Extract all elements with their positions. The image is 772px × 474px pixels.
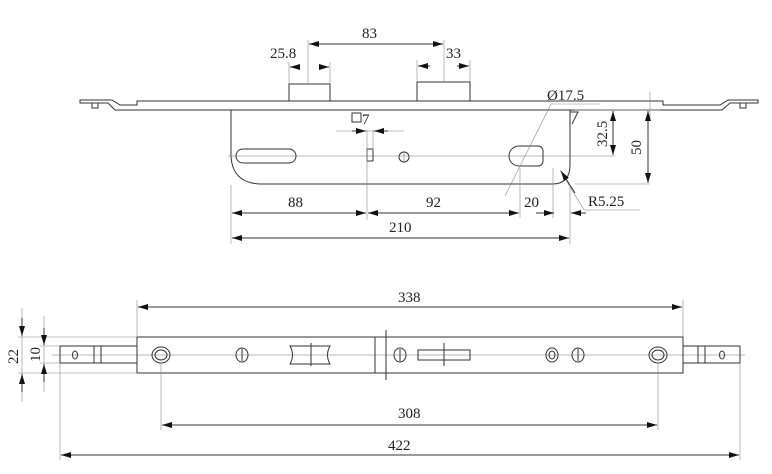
screw-hole xyxy=(571,347,585,363)
dim-faceplate-width: 22 xyxy=(6,349,22,364)
rod-left xyxy=(59,345,138,364)
top-view-lock-case: 7 Ø17.5 R5.25 32.5 50 83 xyxy=(79,26,759,244)
dim-bolt-right-width: 33 xyxy=(446,46,461,62)
screw-hole xyxy=(235,347,249,363)
dim-cylinder-diameter: Ø17.5 xyxy=(547,88,584,104)
bottom-view-faceplate: 338 308 422 22 10 xyxy=(6,290,745,460)
dim-spindle-square: 7 xyxy=(362,112,370,128)
dim-rod-width: 10 xyxy=(28,347,44,362)
faceplate-side xyxy=(79,99,759,111)
bolt-left xyxy=(288,83,331,102)
dim-case-length: 210 xyxy=(389,220,412,236)
faceplate-stud-right xyxy=(739,102,747,109)
cylinder-keyhole xyxy=(508,145,544,167)
dim-case-height: 50 xyxy=(629,140,645,155)
screw-hole xyxy=(393,347,407,363)
latch-opening xyxy=(289,345,331,365)
dim-bolt-left-width: 25.8 xyxy=(270,46,296,62)
dim-spindle-to-cylinder: 92 xyxy=(426,195,441,211)
dim-height-to-cylinder: 32.5 xyxy=(595,121,611,147)
screw-hole xyxy=(545,347,559,363)
dim-radius: R5.25 xyxy=(588,194,624,210)
latch-detail xyxy=(569,110,579,125)
spindle-square xyxy=(366,148,374,162)
fixing-hole xyxy=(151,346,171,364)
dim-cylinder-to-edge: 20 xyxy=(524,195,539,211)
faceplate-front xyxy=(136,336,684,374)
fixing-hole xyxy=(648,346,668,364)
lock-case xyxy=(230,110,571,185)
bolt-right xyxy=(416,81,471,102)
dim-bolt-spacing: 83 xyxy=(362,26,377,42)
dim-fixing-holes-distance: 308 xyxy=(398,406,421,422)
dim-overall-length: 422 xyxy=(388,438,411,454)
dim-faceplate-length: 338 xyxy=(398,290,421,306)
rod-right xyxy=(682,345,741,364)
dim-slot-to-spindle: 88 xyxy=(288,195,303,211)
faceplate-stud-left xyxy=(91,102,99,109)
slot xyxy=(235,148,297,164)
square-symbol-icon xyxy=(351,112,362,123)
